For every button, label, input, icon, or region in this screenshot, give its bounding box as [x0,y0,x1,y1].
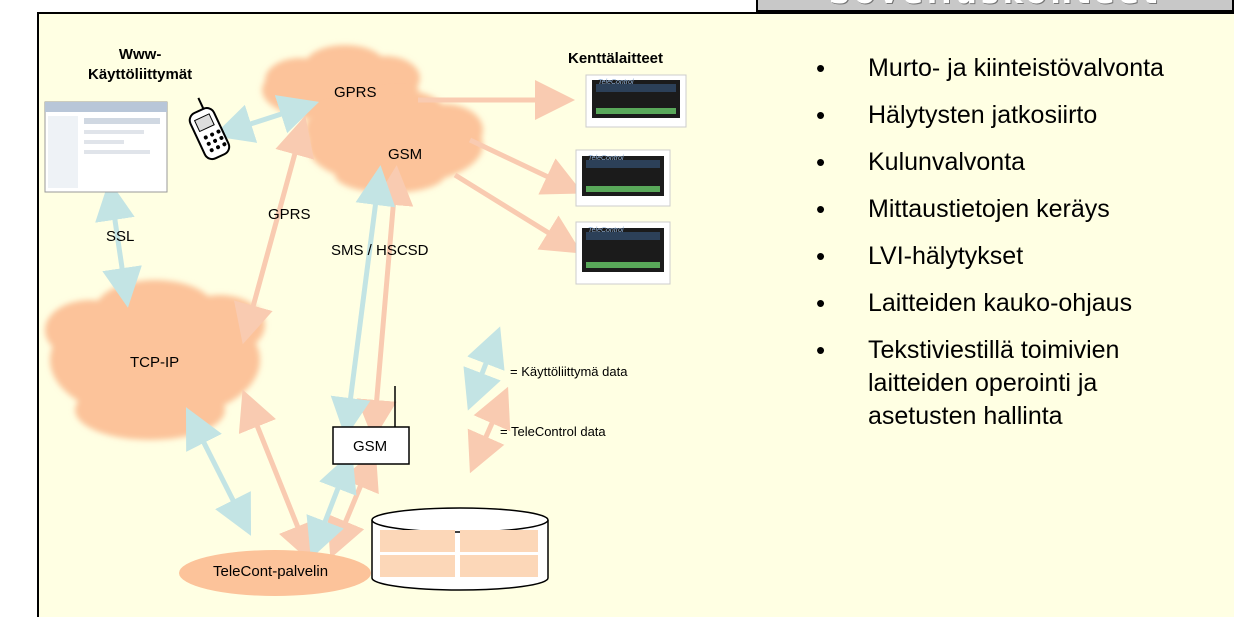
database-cylinder [371,507,549,591]
ssl-label: SSL [106,228,135,245]
bullet-item: Kulunvalvonta [810,146,1210,179]
gsm-cloud-label: GSM [388,146,423,163]
field-device-2 [575,149,671,207]
field-device-3 [575,221,671,285]
field-devices-label: Kenttälaitteet [568,50,664,67]
device-brand-1: TeleControl [598,79,634,86]
legend-ui-data: = Käyttöliittymä data [510,364,628,379]
web-ui-label: Www- Käyttöliittymät [88,46,193,83]
telecont-server-shape [179,550,371,596]
application-list: Murto- ja kiinteistövalvonta Hälytysten … [810,52,1210,447]
device-brand-3: TeleControl [588,227,624,234]
gsm-box-label: GSM [353,438,388,455]
ui-links [95,95,505,559]
bullet-item: Laitteiden kauko-ohjaus [810,287,1210,320]
gprs-link-label: GPRS [268,206,311,223]
gprs-cloud-label: GPRS [334,84,377,101]
bullet-item: Mittaustietojen keräys [810,193,1210,226]
bullet-item: Hälytysten jatkosiirto [810,99,1210,132]
tcpip-cloud-label: TCP-IP [130,354,180,371]
slide-title: Sovelluskohteet [758,0,1232,10]
bullet-item: Murto- ja kiinteistövalvonta [810,52,1210,85]
title-tab: Sovelluskohteet [756,0,1234,12]
web-ui-screenshot [44,101,168,193]
sms-hscsd-label: SMS / HSCSD [331,242,429,259]
server-label: TeleCont-palvelin [213,563,329,580]
legend-telecontrol-data: = TeleControl data [500,424,606,439]
bullet-item: LVI-hälytykset [810,240,1210,273]
bullet-item: Tekstiviestillä toimivien laitteiden ope… [810,334,1210,433]
field-device-1 [585,74,687,128]
device-brand-2: TeleControl [588,155,624,162]
mobile-phone-icon [188,97,231,161]
gsm-modem [332,386,410,465]
